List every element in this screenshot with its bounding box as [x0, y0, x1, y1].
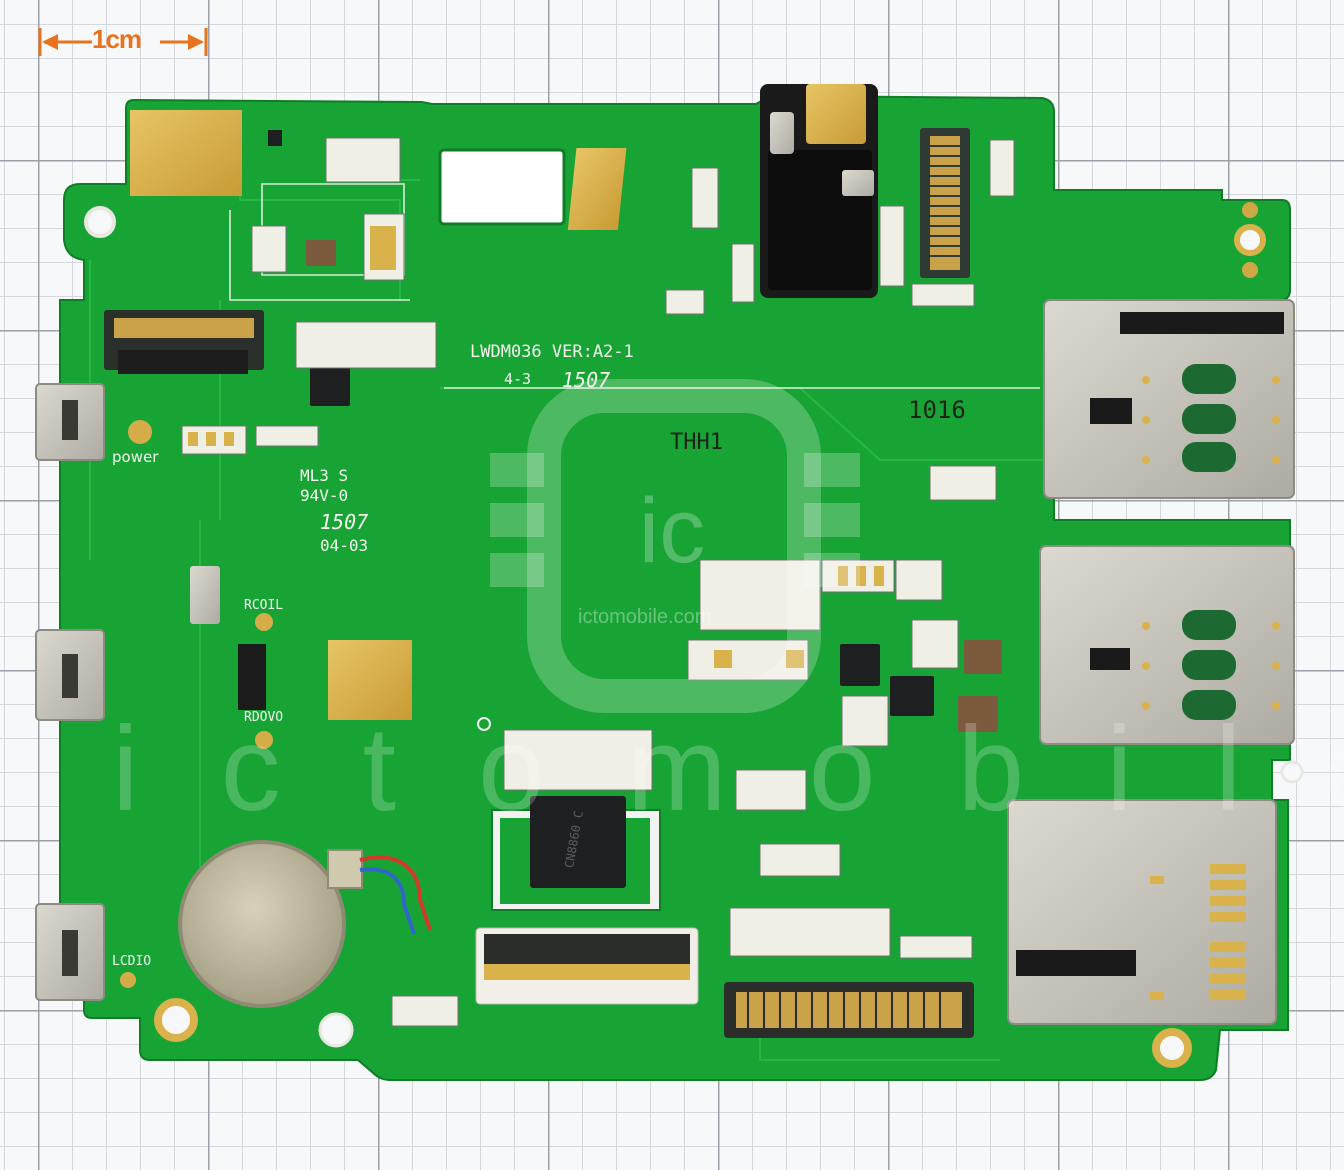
microsd-slot: [1007, 799, 1277, 1025]
board-date: 1507: [562, 368, 611, 392]
board-id-thh: THH1: [670, 430, 723, 455]
watermark-text: ictomobile: [112, 702, 1344, 836]
flame-rating: 94V-0: [300, 486, 349, 505]
board-connector-top: [920, 128, 970, 278]
lcdio-label: LCDIO: [112, 954, 152, 969]
vibration-motor: [178, 840, 432, 1008]
rdovo-label: RDOVO: [244, 710, 284, 725]
board-id: 1016: [908, 396, 966, 424]
date-code: 1507: [320, 510, 369, 534]
scale-label: 1cm: [92, 24, 142, 54]
ul-mark: ML3 S: [300, 466, 349, 485]
svg-text:ic: ic: [639, 480, 705, 582]
board-connector-bottom: [724, 982, 974, 1038]
board-model: LWDM036 VER:A2-1: [470, 342, 634, 362]
sim-tray-2: [1039, 545, 1295, 745]
gold-pad: [328, 640, 412, 720]
fpc-connector-left: [104, 310, 264, 374]
audio-jack: [760, 84, 878, 298]
watermark-logo: [490, 379, 860, 713]
board-code: 4-3: [504, 370, 532, 388]
display-connector: [475, 927, 699, 1005]
power-label: power: [112, 448, 159, 466]
mount-holes: [84, 202, 1304, 1068]
sim-tray-1: [1043, 299, 1295, 499]
date-code-2: 04-03: [320, 536, 369, 555]
main-chip: CN8860 C: [530, 796, 626, 888]
watermark-url: ictomobile.com: [578, 606, 712, 628]
gold-pad: [130, 110, 242, 196]
rcoil-label: RCOIL: [244, 598, 284, 613]
